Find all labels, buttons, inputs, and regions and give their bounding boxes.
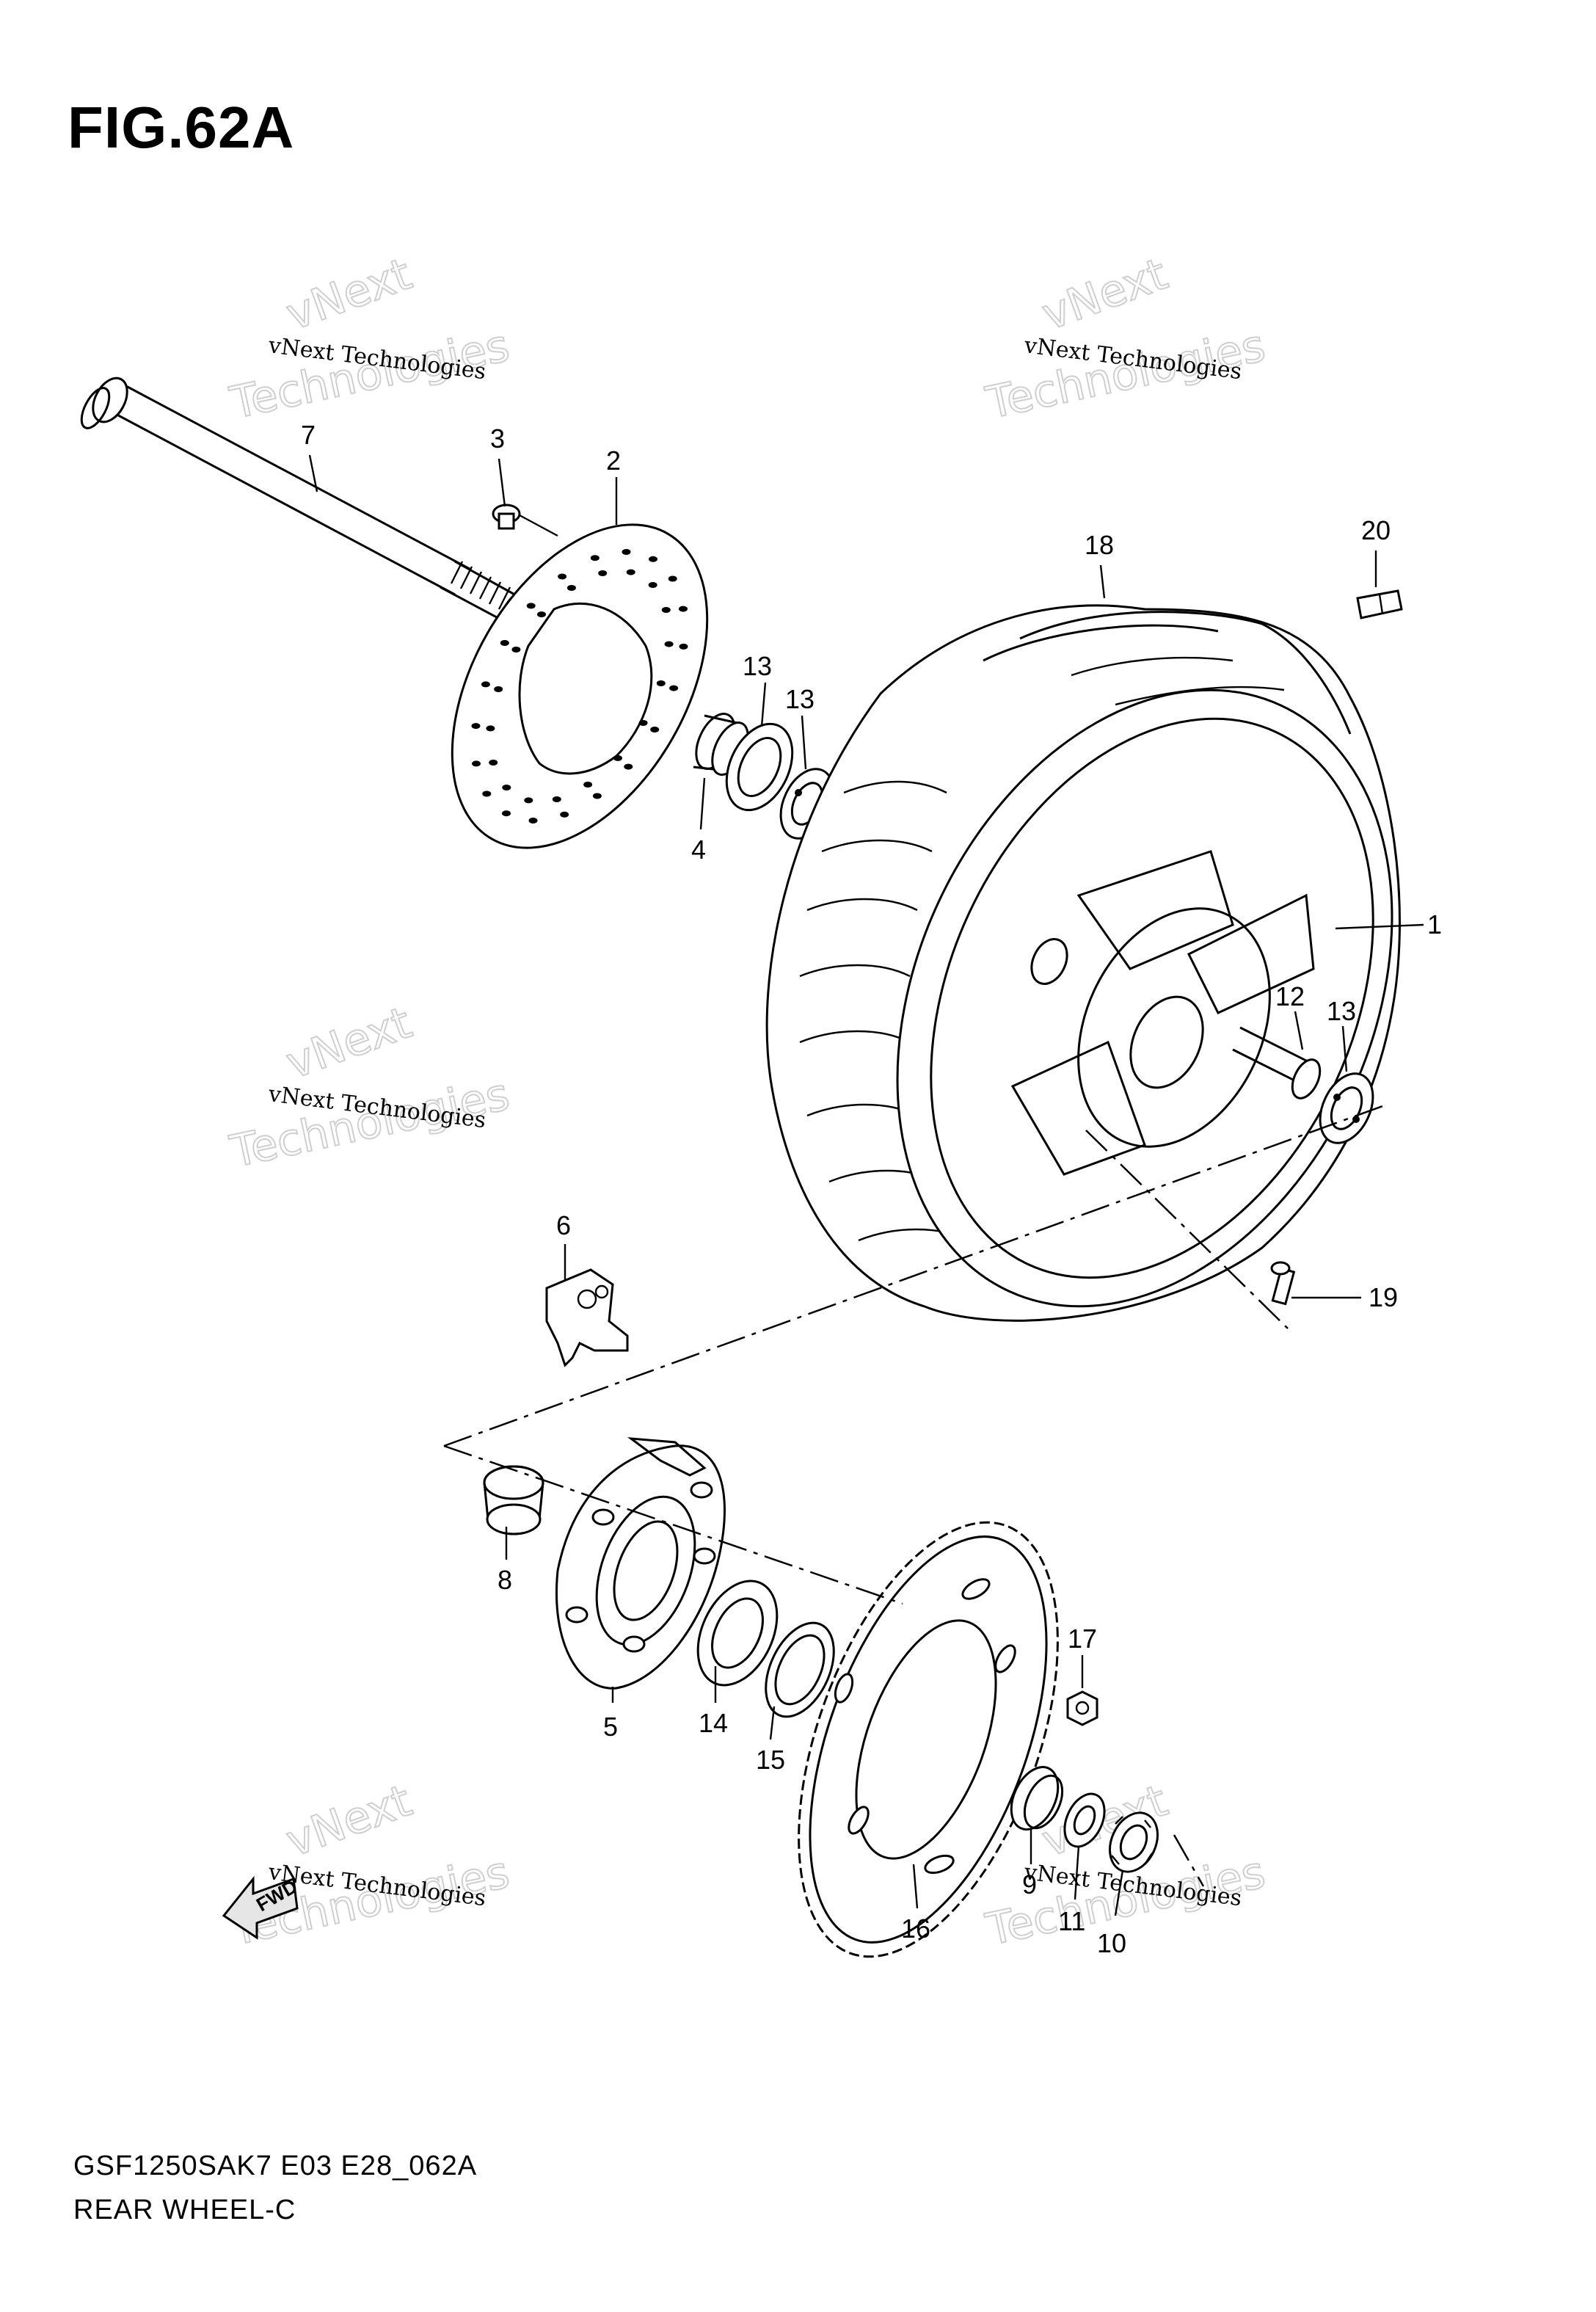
disc-hole: [524, 797, 533, 804]
callout-10: 10: [1097, 1928, 1126, 1958]
part-16-oil-seal: [765, 1621, 835, 1718]
callout-20: 19: [1369, 1282, 1398, 1312]
disc-hole: [592, 793, 602, 799]
svg-text:vNext: vNext: [280, 248, 418, 341]
part-8-bushing: [483, 1465, 544, 1535]
disc-hole: [649, 556, 657, 562]
callout-16: 15: [756, 1745, 785, 1775]
svg-text:vNext: vNext: [280, 997, 418, 1089]
disc-hole: [472, 760, 481, 767]
watermark-top-left: vNext Technologies vNext Technologies: [225, 247, 515, 430]
fwd-arrow-icon: FWD: [222, 1875, 301, 1940]
disc-hole: [624, 763, 633, 770]
watermark-top-right: vNext Technologies vNext Technologies: [981, 247, 1271, 430]
part-13-bearing-right: [1319, 1072, 1374, 1144]
callout-21: 20: [1361, 515, 1391, 545]
disc-hole: [526, 603, 536, 609]
watermark-mid-left: vNext Technologies vNext Technologies: [225, 996, 515, 1179]
leader-lines: [308, 454, 1424, 1916]
disc-hole: [502, 785, 511, 790]
disc-hole: [664, 641, 674, 647]
callout-1: 1: [1427, 909, 1442, 939]
svg-text:vNext: vNext: [280, 1775, 418, 1867]
part-1-rim: [896, 688, 1393, 1308]
part-18-nut: [1066, 1690, 1098, 1726]
disc-hole: [482, 790, 492, 797]
callout-4: 4: [691, 835, 706, 865]
disc-hole: [626, 569, 635, 575]
disc-hole: [590, 555, 600, 561]
part-10-axle-nut: [1109, 1811, 1159, 1873]
part-15-bearing: [696, 1579, 779, 1687]
part-21-balancer-weight: [1356, 589, 1403, 619]
disc-hole: [583, 782, 593, 788]
disc-hole: [502, 810, 511, 817]
callout-13-right: 13: [1327, 996, 1356, 1026]
part-2-brake-disc: [451, 523, 709, 849]
disc-hole: [668, 575, 677, 582]
disc-hole: [481, 681, 490, 688]
disc-hole: [656, 680, 666, 686]
disc-hole: [650, 727, 660, 733]
disc-hole: [566, 585, 576, 591]
disc-hole: [598, 570, 608, 576]
callout-11: 11: [1058, 1906, 1085, 1936]
callout-5: 5: [603, 1712, 618, 1742]
disc-hole: [679, 643, 688, 650]
part-17-rear-sprocket: [798, 1521, 1059, 1958]
part-9-spacer: [1010, 1766, 1064, 1831]
disc-hole: [552, 796, 561, 802]
part-3-bolt: [492, 504, 558, 537]
part-20-tire-valve: [1270, 1261, 1296, 1306]
callout-19: 18: [1085, 530, 1114, 560]
part-11-washer: [1063, 1792, 1106, 1848]
callout-3: 3: [490, 423, 505, 454]
callout-13-left: 13: [785, 684, 815, 714]
svg-text:vNext: vNext: [1035, 248, 1174, 341]
disc-hole: [486, 725, 495, 732]
disc-hole: [638, 720, 648, 726]
callout-8: 8: [498, 1565, 512, 1595]
callout-15: 14: [699, 1708, 728, 1738]
part-5-sprocket-drum: [555, 1437, 726, 1690]
disc-hole: [661, 607, 671, 613]
disc-hole: [622, 549, 631, 555]
figure-title: FIG.62A: [68, 95, 295, 160]
callout-18: 17: [1068, 1624, 1097, 1654]
part-6-torque-link-bracket: [545, 1268, 629, 1367]
disc-hole: [494, 686, 503, 692]
disc-hole: [471, 723, 481, 730]
disc-hole: [560, 811, 569, 818]
disc-hole: [613, 755, 622, 761]
part-14-oil-seal: [725, 722, 794, 812]
disc-hole: [500, 640, 509, 646]
disc-hole: [528, 818, 538, 824]
disc-hole: [489, 760, 498, 766]
callout-14: 13: [743, 651, 772, 681]
watermark-bottom-left: vNext Technologies vNext Technologies: [225, 1774, 515, 1957]
disc-hole: [679, 606, 688, 612]
figure-name: REAR WHEEL-C: [73, 2195, 296, 2225]
callout-17: 16: [901, 1913, 930, 1944]
assembly-lines: [443, 1103, 1388, 1887]
callout-6: 6: [556, 1210, 571, 1240]
callout-9: 9: [1022, 1869, 1037, 1900]
part-12-spacer: [1232, 1026, 1322, 1099]
callout-7: 7: [301, 420, 316, 450]
disc-hole: [537, 611, 546, 618]
disc-hole: [511, 647, 521, 652]
figure-code: GSF1250SAK7 E03 E28_062A: [73, 2151, 478, 2181]
disc-hole: [648, 582, 657, 588]
callout-2: 2: [606, 446, 621, 476]
disc-hole: [558, 573, 567, 580]
callout-12: 12: [1275, 981, 1305, 1011]
callout-labels: 7 3 2 13 13 4 18 20 1 12 13 19 6 8 5 14 …: [301, 420, 1442, 1958]
disc-hole: [669, 685, 679, 691]
